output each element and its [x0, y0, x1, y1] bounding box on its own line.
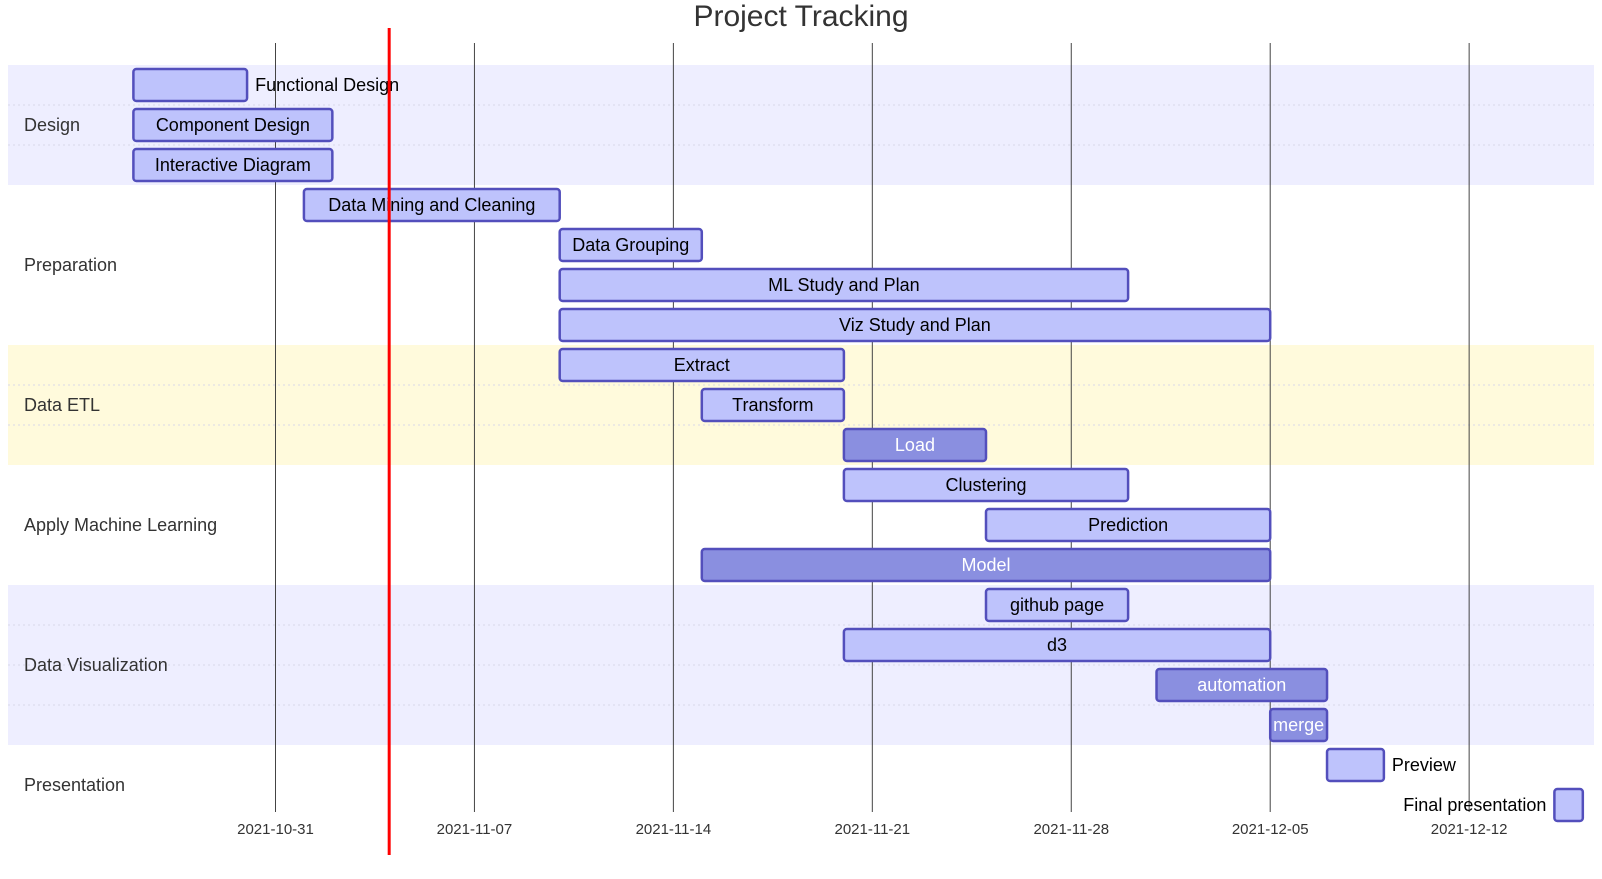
- task-bar: [1268, 707, 1329, 743]
- task-bar: [1155, 667, 1329, 703]
- task-label: Component Design: [156, 115, 310, 135]
- task-label: Data Mining and Cleaning: [328, 195, 535, 215]
- section-band: [8, 585, 1594, 745]
- task-bar: [132, 107, 334, 143]
- task-label: Clustering: [945, 475, 1026, 495]
- task-bar: [1553, 787, 1585, 823]
- task-bar: [558, 227, 704, 263]
- task-bar: [302, 187, 561, 223]
- task-label: Model: [961, 555, 1010, 575]
- task-bar: [700, 547, 1272, 583]
- task-label: Extract: [674, 355, 730, 375]
- task-bar: [132, 67, 249, 103]
- x-tick-label: 2021-10-31: [237, 821, 314, 838]
- task-bar: [558, 307, 1272, 343]
- section-label: Preparation: [24, 255, 117, 275]
- task-label: Viz Study and Plan: [839, 315, 991, 335]
- task-bar: [1325, 747, 1386, 783]
- task-bar: [984, 587, 1130, 623]
- section-label: Design: [24, 115, 80, 135]
- x-tick-label: 2021-11-28: [1033, 821, 1109, 838]
- task-label: Prediction: [1088, 515, 1168, 535]
- task-label: Load: [895, 435, 935, 455]
- task-bar: [842, 627, 1272, 663]
- task-label: Preview: [1392, 755, 1457, 775]
- x-tick-label: 2021-11-14: [636, 821, 712, 838]
- task-label: automation: [1197, 675, 1286, 695]
- x-tick-label: 2021-11-07: [437, 821, 513, 838]
- task-label: Final presentation: [1403, 795, 1546, 815]
- task-bar: [558, 267, 1130, 303]
- x-tick-label: 2021-12-12: [1431, 821, 1508, 838]
- task-bar: [700, 387, 846, 423]
- task-label: github page: [1010, 595, 1104, 615]
- task-bar: [842, 427, 988, 463]
- task-bar: [558, 347, 846, 383]
- x-tick-label: 2021-12-05: [1232, 821, 1309, 838]
- task-label: ML Study and Plan: [768, 275, 919, 295]
- task-label: Interactive Diagram: [155, 155, 311, 175]
- x-tick-label: 2021-11-21: [835, 821, 911, 838]
- task-bar: [132, 147, 334, 183]
- task-label: Data Grouping: [572, 235, 689, 255]
- task-label: Transform: [732, 395, 813, 415]
- chart-title: Project Tracking: [693, 0, 908, 33]
- x-axis: 2021-10-31 2021-11-07 2021-11-14 2021-11-21…: [237, 821, 1507, 838]
- task-label: merge: [1273, 715, 1324, 735]
- section-label: Presentation: [24, 775, 125, 795]
- task-label: d3: [1047, 635, 1067, 655]
- task-label: Functional Design: [255, 75, 399, 95]
- task-bar: [984, 507, 1272, 543]
- section-label: Data ETL: [24, 395, 100, 415]
- section-label: Apply Machine Learning: [24, 515, 217, 535]
- grid-lines: [275, 43, 1470, 812]
- task-bar: [842, 467, 1130, 503]
- section-label: Data Visualization: [24, 655, 168, 675]
